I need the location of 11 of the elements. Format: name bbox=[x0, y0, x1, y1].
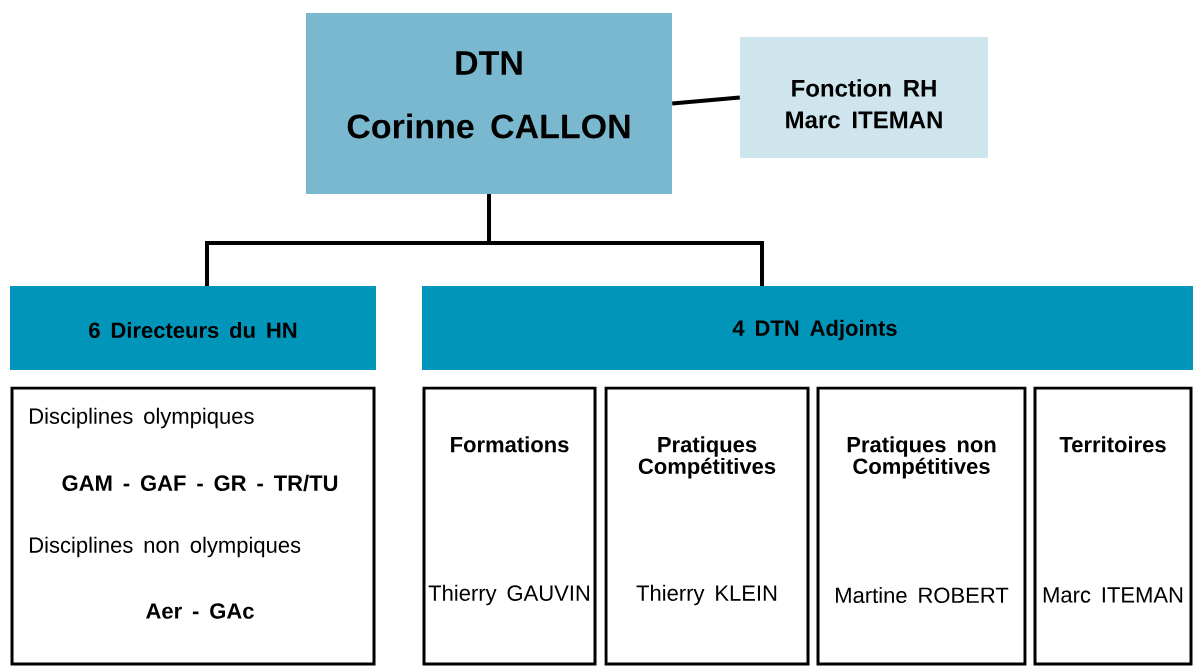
connector-line bbox=[672, 95, 740, 106]
role-box: Fonction RH Marc ITEMAN bbox=[740, 37, 988, 158]
discipline-box: Disciplines olympiques GAM - GAF - GR - TR/TU Disciplines non olympiques Aer - GAc bbox=[10, 386, 376, 666]
department-box: Formations Thierry GAUVIN bbox=[422, 386, 597, 666]
group-band: 4 DTN Adjoints bbox=[422, 286, 1193, 370]
department-box: Territoires Marc ITEMAN bbox=[1033, 386, 1193, 666]
department-box: Pratiques non Compétitives Martine ROBERT bbox=[816, 386, 1027, 666]
manager-box: DTN Corinne CALLON bbox=[306, 13, 672, 194]
department-box: Pratiques Compétitives Thierry KLEIN bbox=[604, 386, 810, 666]
group-band: 6 Directeurs du HN bbox=[10, 286, 376, 370]
connector-line bbox=[487, 194, 764, 286]
